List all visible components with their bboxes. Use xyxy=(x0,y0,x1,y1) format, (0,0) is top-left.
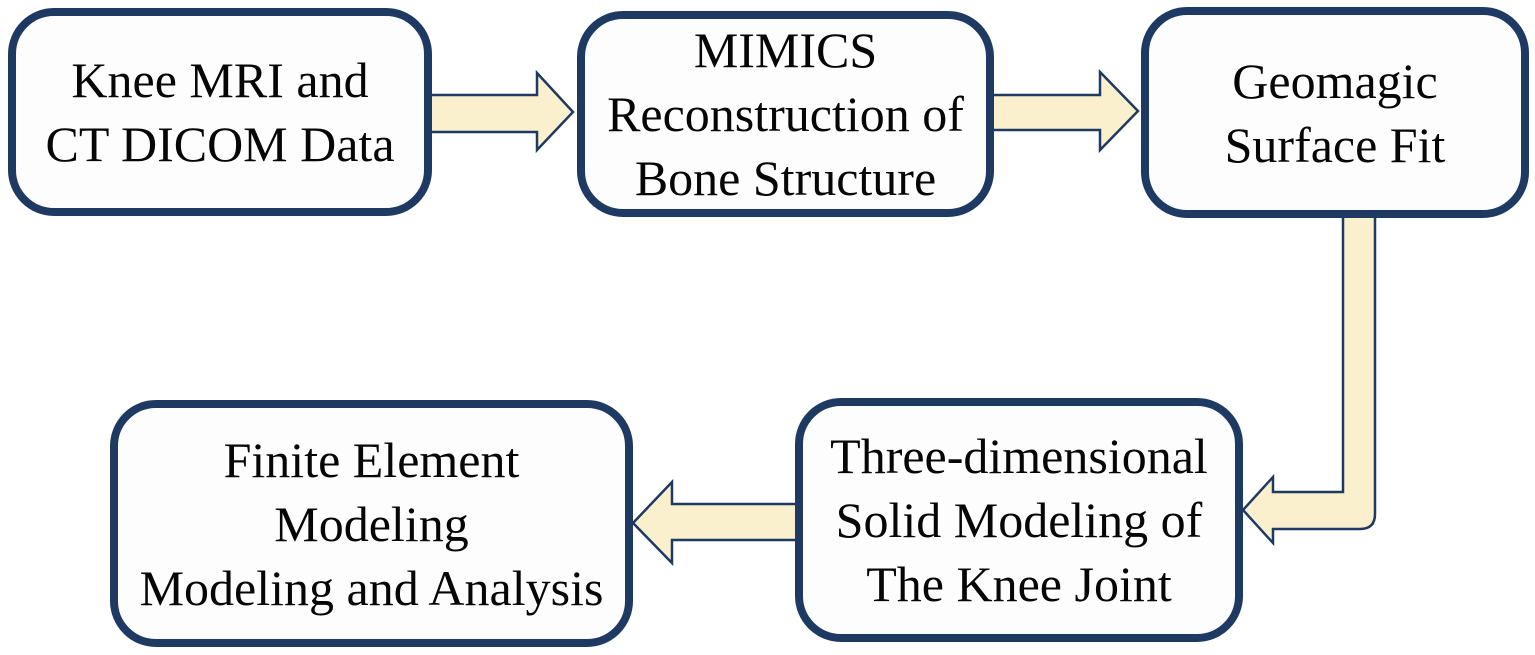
node-label-line: Knee MRI and xyxy=(71,52,369,108)
node-geomagic-surface-fit: Geomagic Surface Fit xyxy=(1141,7,1529,218)
node-label-line: Modeling xyxy=(274,495,469,552)
node-finite-element-modeling: Finite Element Modeling Modeling and Ana… xyxy=(110,400,633,647)
node-three-dimensional-solid-modeling: Three-dimensional Solid Modeling of The … xyxy=(795,398,1243,642)
node-label-line: Surface Fit xyxy=(1224,116,1446,173)
node-label-line: Geomagic xyxy=(1232,52,1438,109)
arrow-elbow-down-left-icon xyxy=(1241,210,1377,547)
node-label-line: Reconstruction of xyxy=(607,86,964,142)
node-label-line: MIMICS xyxy=(693,22,878,78)
node-label-line: Bone Structure xyxy=(634,150,937,206)
node-label-line: CT DICOM Data xyxy=(45,116,395,172)
node-label-line: Finite Element xyxy=(223,431,520,488)
node-knee-mri-ct-dicom-data: Knee MRI and CT DICOM Data xyxy=(8,8,432,216)
arrow-left-icon xyxy=(631,478,802,567)
arrow-right-icon-1 xyxy=(424,69,575,154)
node-mimics-reconstruction: MIMICS Reconstruction of Bone Structure xyxy=(577,11,994,217)
node-label-line: The Knee Joint xyxy=(866,556,1172,612)
node-label-line: Three-dimensional xyxy=(830,428,1208,484)
node-label-line: Solid Modeling of xyxy=(835,492,1203,548)
arrow-right-icon-2 xyxy=(986,68,1140,154)
node-label-line: Modeling and Analysis xyxy=(139,559,604,616)
